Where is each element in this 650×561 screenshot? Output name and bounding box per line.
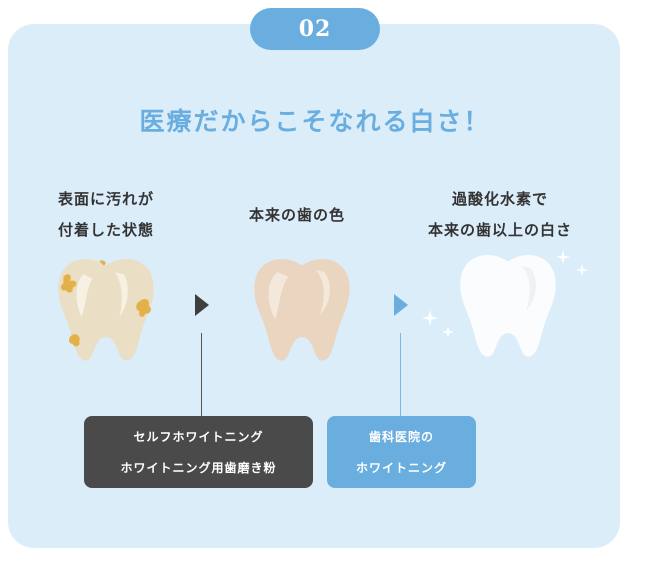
stained-tooth-icon [58, 258, 154, 361]
triangle-right-icon [195, 294, 209, 316]
method-line: ホワイトニング用歯磨き粉 [120, 461, 277, 475]
stage-label-line: 過酸化水素で [451, 190, 548, 208]
headline: 医療だからこそなれる白さ！ [139, 107, 491, 136]
stage-label-line: 本来の歯以上の白さ [427, 221, 572, 239]
sparkle-icon [422, 310, 438, 326]
natural-tooth-icon [254, 258, 350, 361]
method-line: 歯科医院の [368, 430, 434, 444]
triangle-right-icon [394, 294, 408, 316]
stage-label-natural: 本来の歯の色 [222, 200, 372, 231]
stage-label-line: 付着した状態 [57, 221, 154, 239]
whitened-tooth-icon [460, 254, 556, 357]
clinic-whitening-box: 歯科医院の ホワイトニング [327, 416, 476, 488]
stage-label-whitened: 過酸化水素で 本来の歯以上の白さ [400, 184, 600, 246]
step-number-badge: 02 [250, 8, 380, 50]
method-line: セルフホワイトニング [133, 430, 264, 444]
sparkle-icon [556, 250, 570, 264]
stage-label-stained: 表面に汚れが 付着した状態 [36, 184, 176, 246]
sparkle-icon [576, 264, 588, 276]
stage-label-line: 表面に汚れが [57, 190, 154, 208]
connector-line-self [201, 333, 202, 417]
sparkle-icon [442, 326, 454, 338]
self-whitening-box: セルフホワイトニング ホワイトニング用歯磨き粉 [84, 416, 313, 488]
method-line: ホワイトニング [355, 461, 447, 475]
connector-line-clinic [400, 333, 401, 417]
stage-label-line: 本来の歯の色 [248, 206, 345, 224]
